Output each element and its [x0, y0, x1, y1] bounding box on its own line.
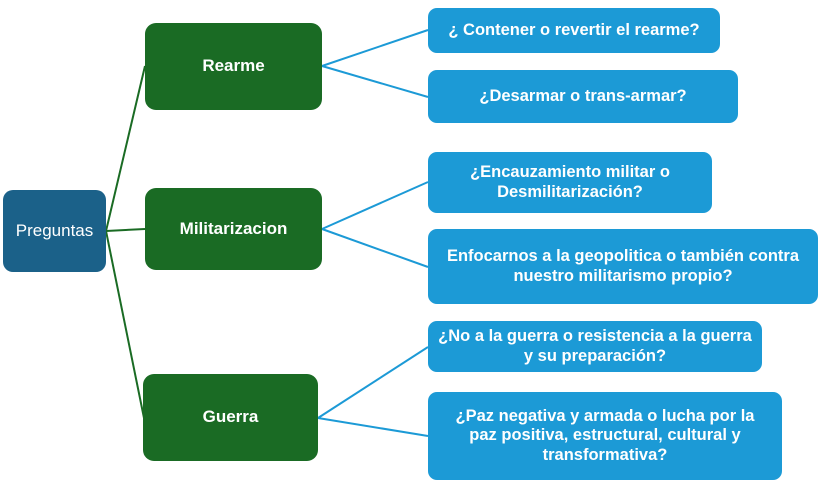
- connector-rearme-q2: [321, 65, 429, 98]
- node-preguntas[interactable]: Preguntas: [3, 190, 106, 272]
- connector-preguntas-guerra: [105, 230, 145, 419]
- node-guerra[interactable]: Guerra: [143, 374, 318, 461]
- connector-rearme-q1: [321, 29, 429, 67]
- node-militarizacion-q1[interactable]: ¿Encauzamiento militar o Desmilitarizaci…: [428, 152, 712, 213]
- node-militarizacion-q1-label: ¿Encauzamiento militar o Desmilitarizaci…: [470, 163, 670, 201]
- node-rearme-q1-label: ¿ Contener o revertir el rearme?: [448, 20, 700, 39]
- node-militarizacion-label: Militarizacion: [179, 218, 288, 238]
- node-rearme-q2-label: ¿Desarmar o trans-armar?: [479, 86, 687, 105]
- connector-militarizacion-q1: [321, 181, 429, 230]
- node-rearme-label: Rearme: [202, 56, 265, 76]
- node-guerra-q2-label: ¿Paz negativa y armada o lucha por la pa…: [455, 406, 755, 464]
- connector-militarizacion-q2: [321, 228, 429, 268]
- connector-preguntas-rearme: [105, 65, 146, 232]
- connector-guerra-q2: [317, 417, 429, 437]
- node-rearme[interactable]: Rearme: [145, 23, 322, 110]
- node-guerra-q2[interactable]: ¿Paz negativa y armada o lucha por la pa…: [428, 392, 782, 480]
- node-guerra-q1[interactable]: ¿No a la guerra o resistencia a la guerr…: [428, 321, 762, 372]
- node-preguntas-label: Preguntas: [15, 220, 94, 240]
- node-guerra-q1-label: ¿No a la guerra o resistencia a la guerr…: [438, 327, 752, 365]
- connector-preguntas-militarizacion: [105, 228, 146, 232]
- connector-guerra-q1: [317, 346, 429, 419]
- node-rearme-q2[interactable]: ¿Desarmar o trans-armar?: [428, 70, 738, 123]
- node-guerra-label: Guerra: [202, 407, 259, 427]
- node-militarizacion-q2-label: Enfocarnos a la geopolitica o también co…: [446, 247, 800, 285]
- node-militarizacion[interactable]: Militarizacion: [145, 188, 322, 270]
- node-militarizacion-q2[interactable]: Enfocarnos a la geopolitica o también co…: [428, 229, 818, 304]
- node-rearme-q1[interactable]: ¿ Contener o revertir el rearme?: [428, 8, 720, 53]
